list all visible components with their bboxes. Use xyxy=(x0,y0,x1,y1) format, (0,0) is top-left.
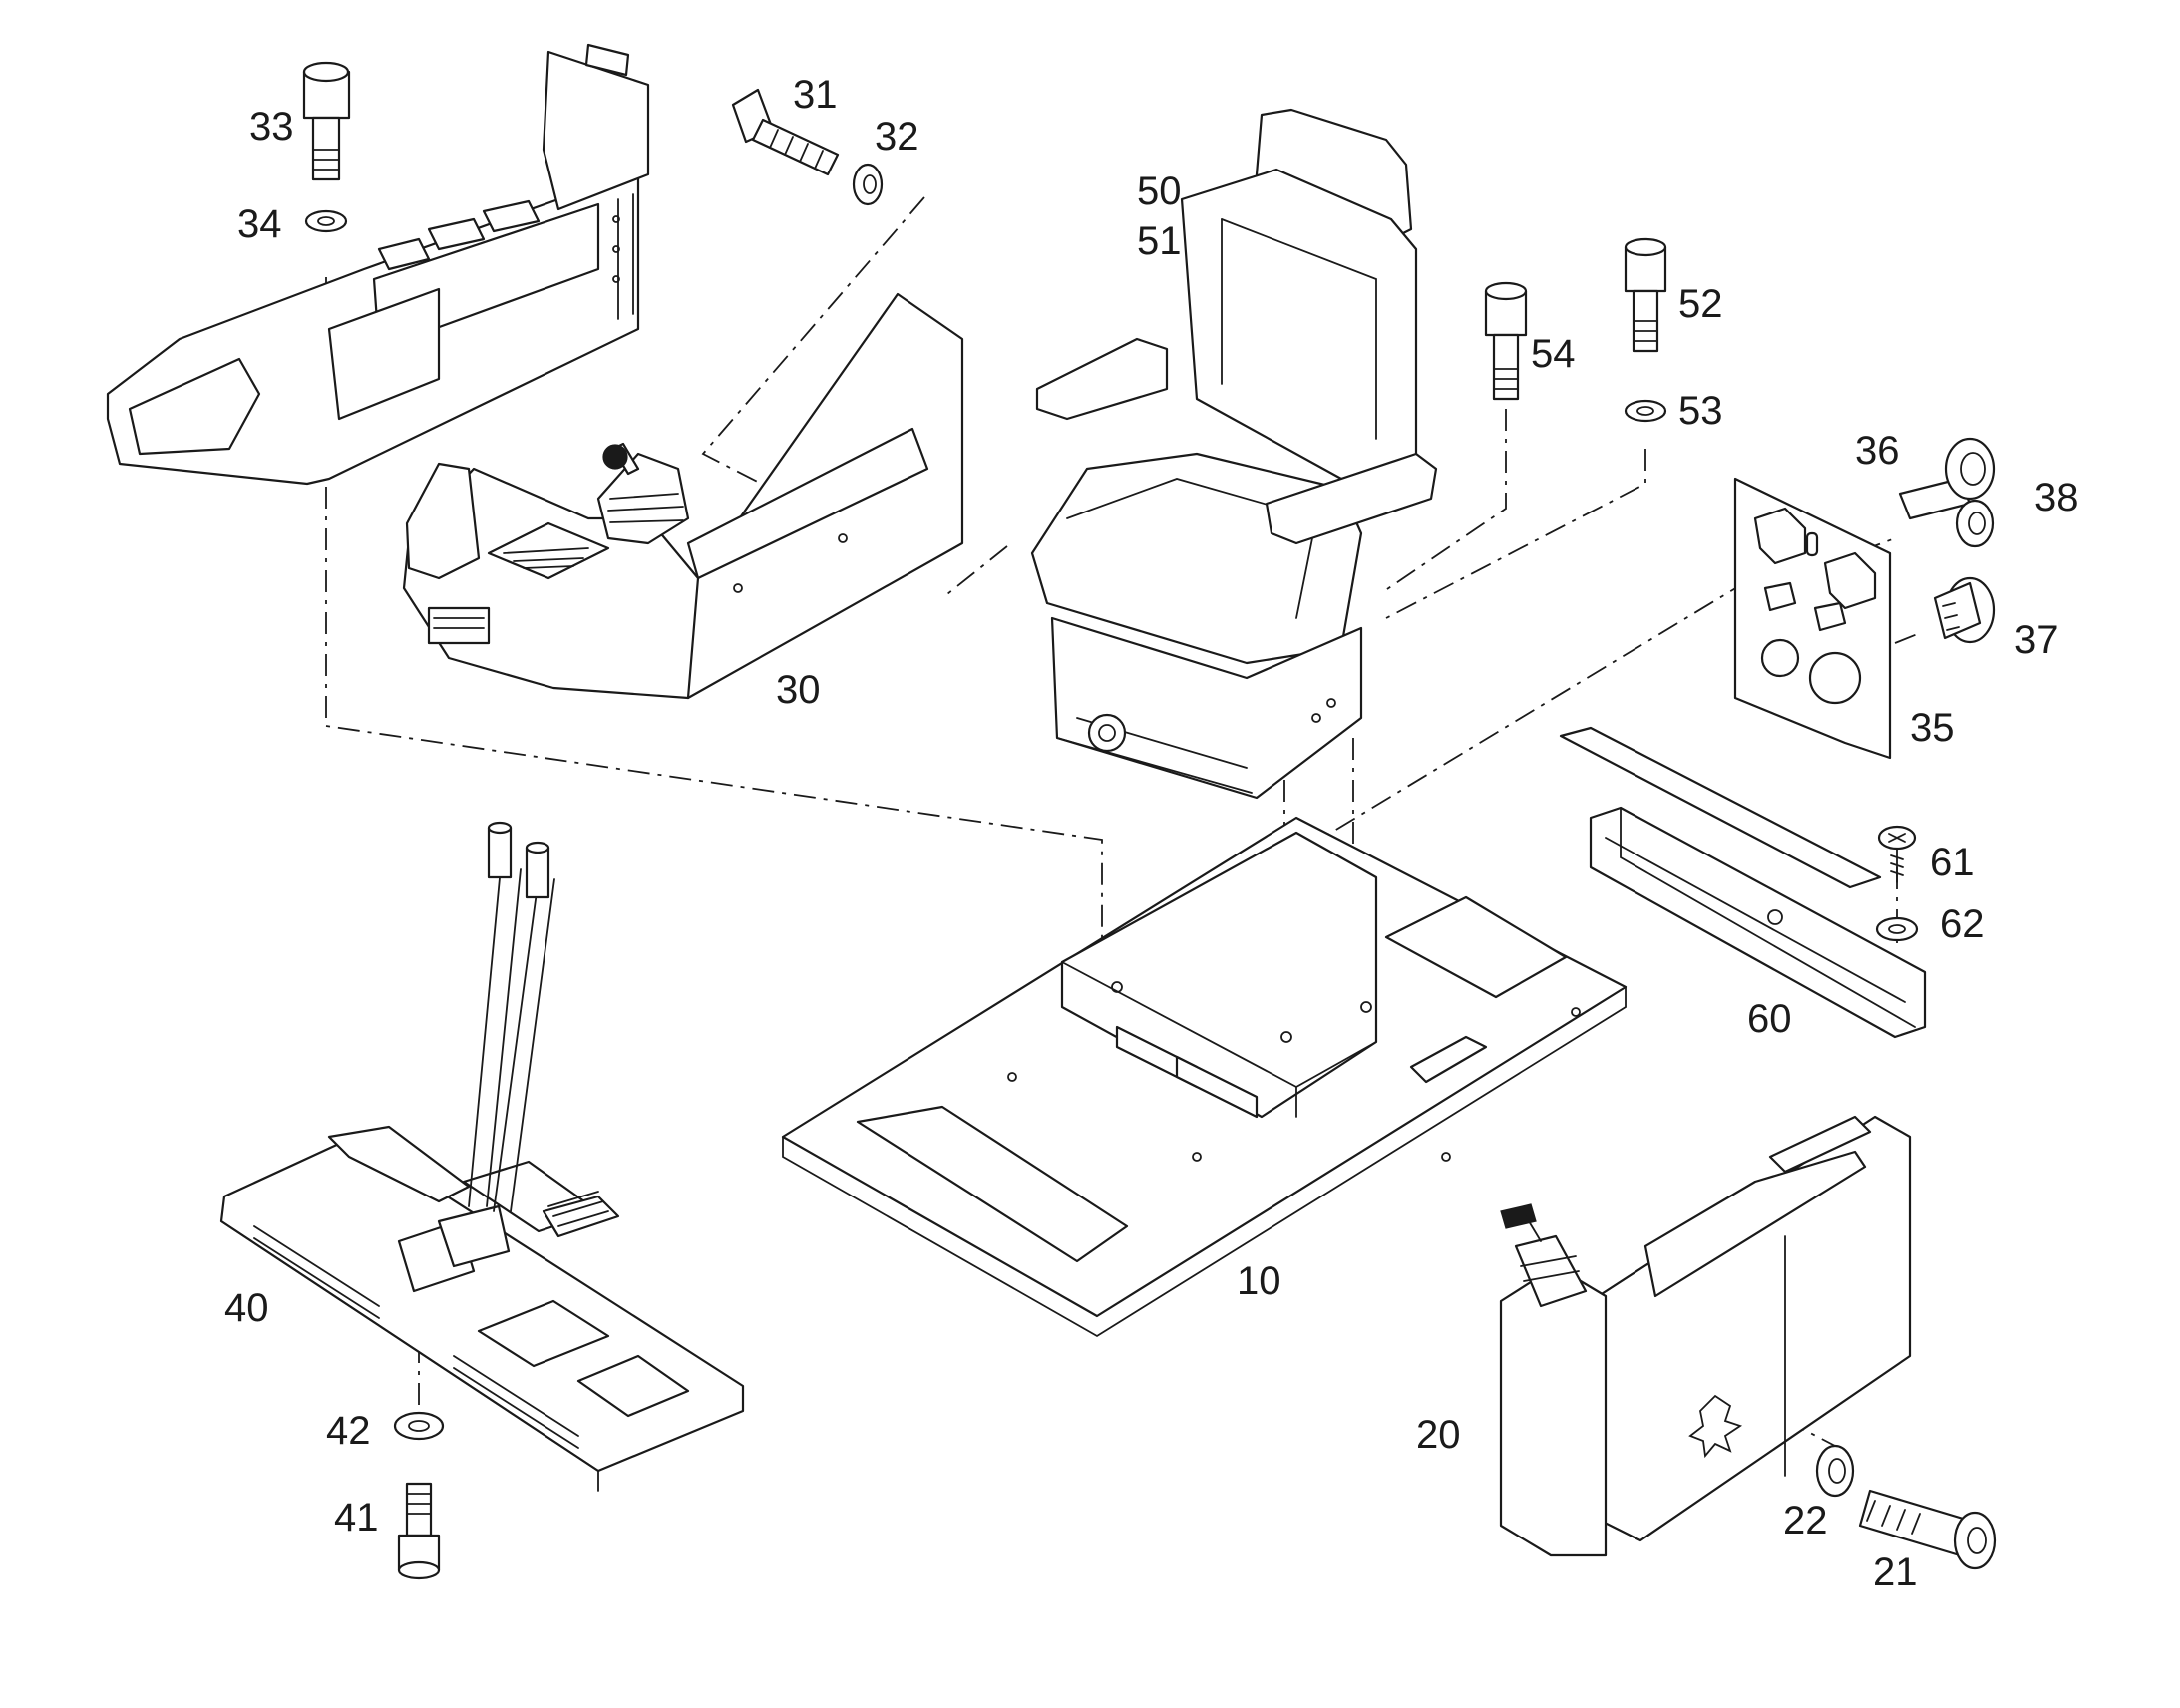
callout-37: 37 xyxy=(2014,618,2059,662)
bolt-21 xyxy=(1858,1489,1997,1570)
pedal-assembly xyxy=(219,821,745,1492)
screw-61 xyxy=(1877,825,1917,883)
left-console xyxy=(402,292,964,700)
washer-62 xyxy=(1875,916,1919,942)
callout-41: 41 xyxy=(334,1496,379,1539)
callout-54: 54 xyxy=(1531,332,1576,376)
washer-22 xyxy=(1815,1444,1855,1498)
callout-42: 42 xyxy=(326,1409,371,1453)
washer-32 xyxy=(852,163,884,206)
mounting-plate-35 xyxy=(1733,477,1892,760)
grommet-38 xyxy=(1955,499,1995,548)
callout-53: 53 xyxy=(1678,389,1723,433)
washer-42 xyxy=(393,1411,445,1441)
callout-38: 38 xyxy=(2034,476,2079,519)
callout-31: 31 xyxy=(793,73,838,117)
washer-53 xyxy=(1624,399,1667,423)
callout-40: 40 xyxy=(224,1286,269,1330)
callout-52: 52 xyxy=(1678,282,1723,326)
floor-plate xyxy=(781,816,1628,1338)
bolt-33 xyxy=(302,61,351,181)
callout-22: 22 xyxy=(1783,1499,1828,1542)
callout-34: 34 xyxy=(237,202,282,246)
bolt-52 xyxy=(1624,237,1667,353)
callout-60: 60 xyxy=(1747,997,1792,1041)
callout-33: 33 xyxy=(249,105,294,149)
callout-36: 36 xyxy=(1855,429,1900,473)
bolt-54 xyxy=(1484,281,1528,401)
callout-10: 10 xyxy=(1237,1259,1281,1303)
dashboard-panel xyxy=(106,43,650,486)
callout-50: 50 xyxy=(1137,170,1182,213)
callout-20: 20 xyxy=(1416,1413,1461,1457)
plug-37 xyxy=(1933,576,1996,644)
callout-21: 21 xyxy=(1873,1550,1918,1594)
callout-labels: 10 20 21 22 30 31 32 33 34 35 36 37 38 4… xyxy=(224,73,2079,1594)
bolt-41 xyxy=(397,1482,441,1580)
callout-32: 32 xyxy=(875,115,919,159)
callout-35: 35 xyxy=(1910,706,1955,750)
right-console xyxy=(1499,1115,1912,1557)
washer-34 xyxy=(304,209,348,233)
callout-51: 51 xyxy=(1137,219,1182,263)
bolt-31 xyxy=(731,88,840,176)
callout-61: 61 xyxy=(1930,841,1975,884)
callout-62: 62 xyxy=(1940,902,1985,946)
callout-30: 30 xyxy=(776,668,821,712)
operator-seat xyxy=(1030,108,1438,800)
rail-60 xyxy=(1559,726,1927,1039)
